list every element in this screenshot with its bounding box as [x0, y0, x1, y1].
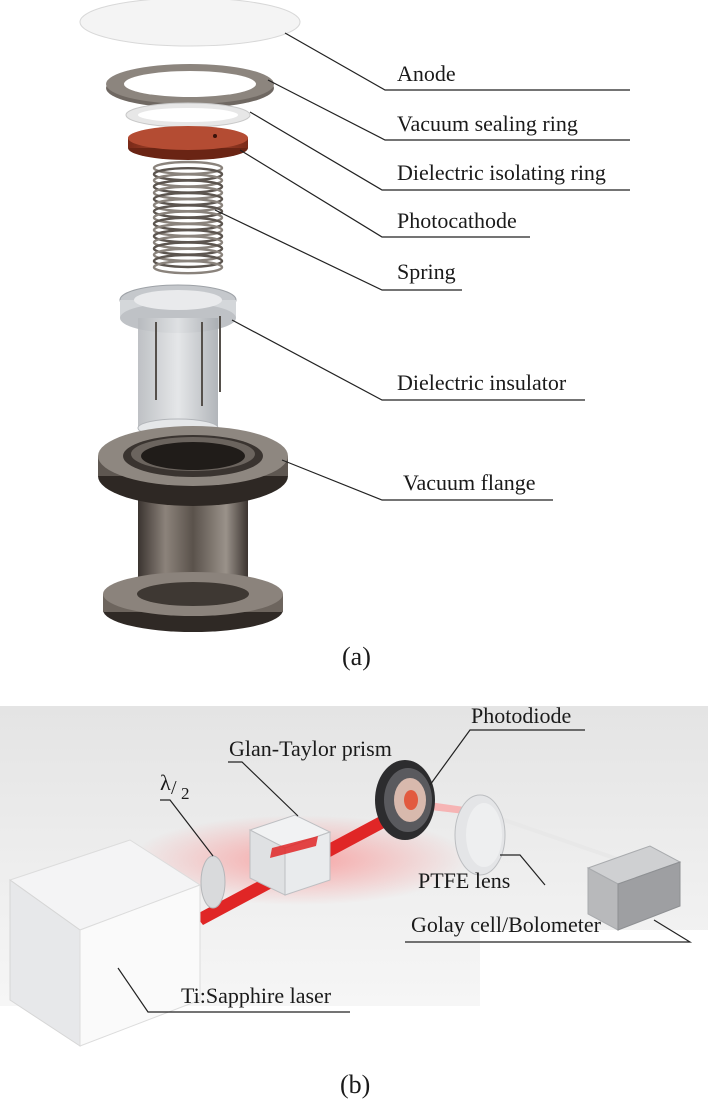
dielectric-isolating-ring-leader: [249, 111, 630, 191]
glan-taylor-leader: [228, 761, 299, 817]
panel-a-diagram: Anode Vacuum sealing ring Dielectric iso…: [79, 0, 630, 671]
photocathode-label: Photocathode: [397, 208, 517, 233]
lambda-symbol: λ: [160, 770, 171, 795]
panel-b-diagram: Photodiode Glan-Taylor prism λ / 2 PTFE …: [0, 703, 708, 1099]
half-wave-plate: [200, 855, 226, 909]
vacuum-flange-leader: [281, 459, 553, 501]
spring-coil: [152, 253, 224, 269]
spring-part: [152, 160, 224, 275]
dielectric-insulator-leader: [231, 319, 585, 401]
golay-cell-label: Golay cell/Bolometer: [411, 912, 602, 937]
ti-sapphire-leader: [117, 967, 350, 1013]
ti-sapphire-laser: [8, 839, 202, 1047]
photodiode-label: Photodiode: [471, 703, 571, 728]
dielectric-isolating-ring-part: [125, 102, 251, 128]
dielectric-insulator-label: Dielectric insulator: [397, 370, 567, 395]
ptfe-lens: [454, 794, 506, 876]
vacuum-flange-part: [98, 426, 288, 632]
golay-cell-leader: [405, 919, 693, 943]
panel-a-caption: (a): [342, 642, 371, 671]
photodiode-leader: [429, 729, 585, 786]
half-wave-plate-leader: [160, 799, 214, 857]
ti-sapphire-laser-label: Ti:Sapphire laser: [181, 983, 332, 1008]
lambda-slash: /: [171, 777, 177, 799]
glan-taylor-prism: [248, 814, 332, 896]
ptfe-lens-leader: [500, 854, 546, 886]
panel-b-caption: (b): [340, 1070, 370, 1099]
vacuum-sealing-ring-label: Vacuum sealing ring: [397, 111, 578, 136]
anode-label: Anode: [397, 61, 456, 86]
spring-leader: [214, 209, 462, 291]
spring-label: Spring: [397, 259, 456, 284]
dielectric-isolating-ring-label: Dielectric isolating ring: [397, 160, 606, 185]
glan-taylor-prism-label: Glan-Taylor prism: [229, 736, 392, 761]
ptfe-lens-label: PTFE lens: [418, 868, 510, 893]
vacuum-sealing-ring-part: [106, 64, 274, 108]
vacuum-sealing-ring-leader: [267, 79, 630, 141]
vacuum-flange-label: Vacuum flange: [403, 470, 536, 495]
spring-coil: [152, 260, 224, 275]
golay-cell-bolometer: [586, 845, 682, 931]
anode-leader: [284, 32, 630, 91]
photocathode-leader: [239, 149, 530, 238]
photodiode: [375, 760, 435, 840]
dielectric-insulator-part: [119, 284, 237, 438]
half-denominator: 2: [181, 784, 190, 803]
photocathode-part: [128, 126, 248, 160]
anode-part: [79, 0, 301, 47]
